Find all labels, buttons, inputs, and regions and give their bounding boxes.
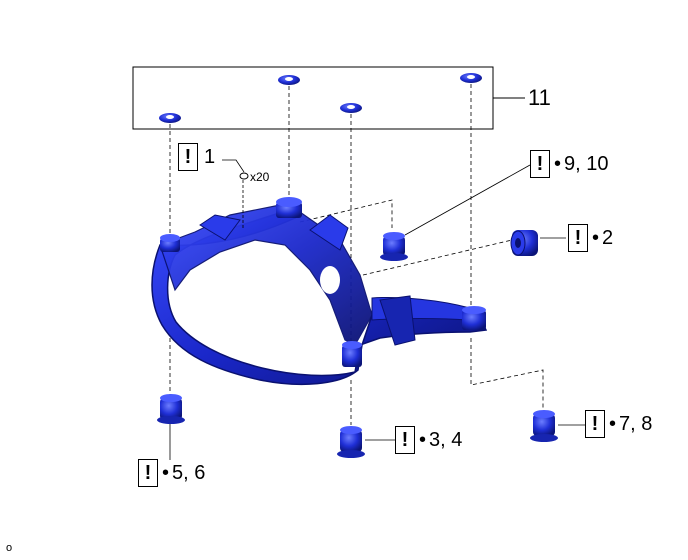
bullet-dot: • <box>554 153 562 175</box>
bushing-3-4 <box>337 426 365 458</box>
bullet-dot: • <box>162 462 170 484</box>
item-number-9-10: 9, 10 <box>564 153 609 175</box>
bullet-dot: • <box>419 429 427 451</box>
item-number-7-8: 7, 8 <box>619 413 653 435</box>
frame-mount-boss-front-right <box>276 197 302 218</box>
item-number-3-4: 3, 4 <box>429 429 463 451</box>
stud-bolt-icon <box>239 172 249 180</box>
leader-line-9-10 <box>404 164 531 236</box>
footer-mark: o <box>6 542 13 554</box>
caution-icon[interactable]: ! <box>568 224 588 252</box>
callout-item-3-4: ! • 3, 4 <box>395 426 462 454</box>
washer-nut-4 <box>460 73 482 83</box>
caution-icon[interactable]: ! <box>138 459 158 487</box>
frame-mount-boss-rear-left <box>342 341 362 367</box>
callout-item-7-8: ! • 7, 8 <box>585 410 652 438</box>
callout-item-5-6: ! • 5, 6 <box>138 459 205 487</box>
front-suspension-subframe <box>151 204 488 386</box>
bushing-7-8 <box>530 410 558 442</box>
item-number-5-6: 5, 6 <box>172 462 206 484</box>
leader-line-1 <box>222 159 245 173</box>
bushing-5-6 <box>157 394 185 424</box>
caution-icon[interactable]: ! <box>530 150 550 178</box>
callout-item-1: ! 1 <box>178 143 215 171</box>
bushing-2 <box>510 230 538 256</box>
caution-icon[interactable]: ! <box>585 410 605 438</box>
bullet-dot: • <box>609 413 617 435</box>
callout-item-9-10: ! • 9, 10 <box>530 150 609 178</box>
item-number-2: 2 <box>602 227 614 249</box>
frame-mount-boss-front-left <box>160 234 180 252</box>
item-number-11: 11 <box>528 85 551 110</box>
washer-nut-3 <box>340 103 362 113</box>
bullet-dot: • <box>592 227 600 249</box>
callout-item-2: ! • 2 <box>568 224 613 252</box>
caution-icon[interactable]: ! <box>178 143 198 171</box>
stud-bolt-group-box <box>132 66 494 130</box>
alignment-lines <box>169 84 544 425</box>
washer-nut-2 <box>278 75 300 85</box>
bushing-9-10 <box>380 232 408 261</box>
quantity-label-1: x20 <box>250 170 270 184</box>
washer-nut-1 <box>159 113 181 123</box>
caution-icon[interactable]: ! <box>395 426 415 454</box>
item-number-1: 1 <box>204 146 216 168</box>
frame-mount-boss-rear-right <box>462 306 486 330</box>
